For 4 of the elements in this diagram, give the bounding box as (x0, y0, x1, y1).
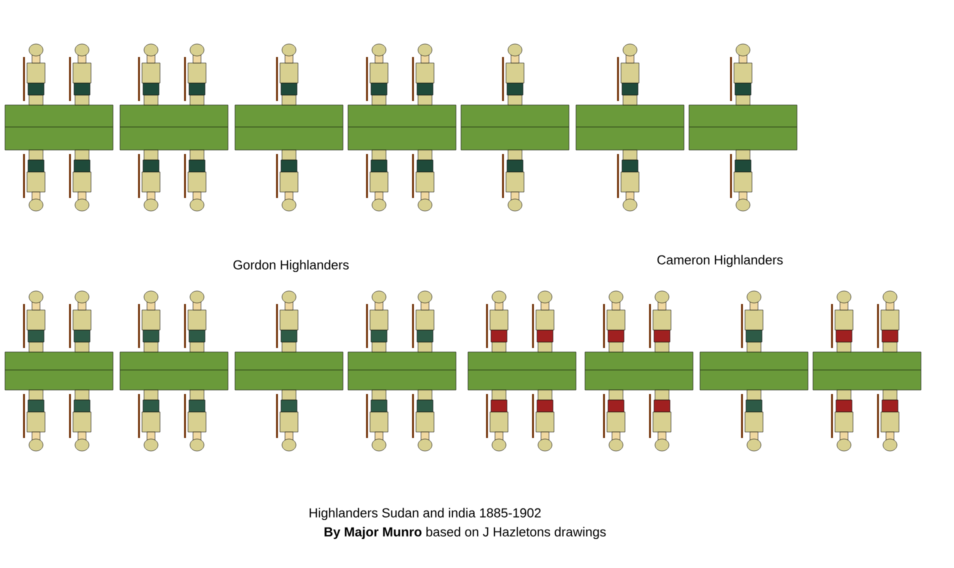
group-label: Gordon Highlanders (234, 260, 349, 272)
credit-line: By Major Munro based on J Hazletons drawings (324, 526, 606, 540)
sheet-title: Highlanders Sudan and india 1885-1902 (310, 508, 541, 520)
group-label: Cameron Highlanders (657, 254, 783, 268)
